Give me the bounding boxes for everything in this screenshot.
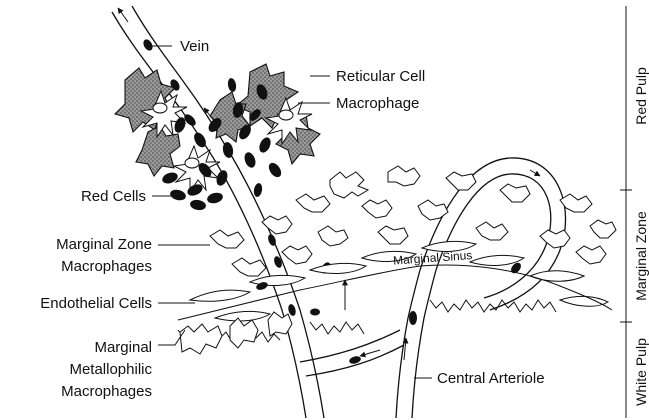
zone-label-marginal-zone: Marginal Zone: [633, 211, 649, 301]
arteriole-branch: [300, 330, 404, 376]
zone-label-red-pulp: Red Pulp: [633, 67, 649, 125]
zone-label-white-pulp: White Pulp: [633, 338, 649, 406]
label-metallophilic-l3: Macrophages: [61, 383, 152, 400]
label-endothelial-cells: Endothelial Cells: [40, 295, 152, 312]
label-reticular-cell: Reticular Cell: [336, 68, 425, 85]
label-vein: Vein: [180, 38, 209, 55]
zone-bar: Red Pulp Marginal Zone White Pulp: [620, 6, 649, 418]
arteriole-wall-left: [396, 270, 420, 418]
label-central-arteriole: Central Arteriole: [437, 370, 545, 387]
label-marginal-zone-macrophages-l2: Macrophages: [61, 258, 152, 275]
label-marginal-sinus: Marginal Sinus: [393, 248, 473, 268]
label-metallophilic-l1: Marginal: [94, 339, 152, 356]
label-marginal-zone-macrophages-l1: Marginal Zone: [56, 236, 152, 253]
label-red-cells: Red Cells: [81, 188, 146, 205]
arteriole-wall-right: [412, 270, 436, 418]
label-metallophilic-l2: Metallophilic: [69, 361, 152, 378]
loop-flow-arrow: [530, 170, 540, 176]
label-macrophage: Macrophage: [336, 95, 419, 112]
vein-wall-right: [132, 6, 324, 418]
vein-flow-arrow: [118, 8, 128, 22]
vein: [112, 6, 324, 418]
